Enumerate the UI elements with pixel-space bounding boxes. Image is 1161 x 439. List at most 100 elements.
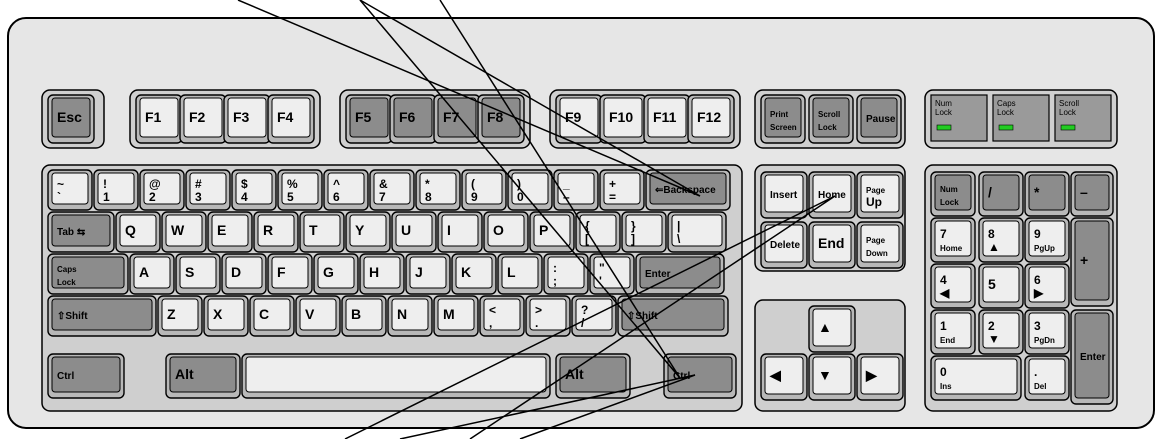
key-g[interactable]: G (314, 254, 358, 294)
key-label-top: 4 (940, 273, 947, 287)
indicator-led (999, 125, 1013, 130)
key-alt[interactable]: Alt (166, 354, 240, 398)
key-y[interactable]: Y (346, 212, 390, 252)
key-insert[interactable]: Insert (761, 172, 807, 218)
key-u[interactable]: U (392, 212, 436, 252)
key-sym[interactable]: ◀ (761, 354, 807, 400)
key-sym[interactable]: ▲ (809, 306, 855, 352)
key-enter[interactable]: Enter (1071, 310, 1113, 404)
key-shift[interactable]: ⇧Shift (48, 296, 156, 336)
key-sym[interactable]: <, (480, 296, 524, 336)
key-f6[interactable]: F6 (390, 95, 436, 143)
key-sym[interactable]: – (1071, 172, 1113, 216)
key-f1[interactable]: F1 (136, 95, 182, 143)
key-8[interactable]: *8 (416, 170, 460, 210)
key-1[interactable]: !1 (94, 170, 138, 210)
key-h[interactable]: H (360, 254, 404, 294)
key-7[interactable]: &7 (370, 170, 414, 210)
key-tab[interactable]: Tab ⇆ (48, 212, 114, 252)
key-label: / (988, 184, 992, 200)
key-f12[interactable]: F12 (688, 95, 734, 143)
key-label: C (259, 306, 269, 322)
key-8[interactable]: 8▲ (979, 218, 1023, 262)
key-m[interactable]: M (434, 296, 478, 336)
key-sym[interactable]: ▶ (857, 354, 903, 400)
key-sym[interactable]: }] (622, 212, 666, 252)
key-label-top: & (379, 177, 388, 191)
key-t[interactable]: T (300, 212, 344, 252)
key-z[interactable]: Z (158, 296, 202, 336)
key-l[interactable]: L (498, 254, 542, 294)
key-ctrl[interactable]: Ctrl (664, 354, 736, 398)
key-r[interactable]: R (254, 212, 298, 252)
key-n[interactable]: N (388, 296, 432, 336)
key-d[interactable]: D (222, 254, 266, 294)
key-2[interactable]: @2 (140, 170, 184, 210)
key-k[interactable]: K (452, 254, 496, 294)
key-j[interactable]: J (406, 254, 450, 294)
key-9[interactable]: (9 (462, 170, 506, 210)
key-2[interactable]: 2▼ (979, 310, 1023, 354)
key-4[interactable]: $4 (232, 170, 276, 210)
key-b[interactable]: B (342, 296, 386, 336)
key-3[interactable]: #3 (186, 170, 230, 210)
key-i[interactable]: I (438, 212, 482, 252)
key-o[interactable]: O (484, 212, 528, 252)
key-e[interactable]: E (208, 212, 252, 252)
key-home[interactable]: Home (809, 172, 855, 218)
key-c[interactable]: C (250, 296, 294, 336)
key-f3[interactable]: F3 (224, 95, 270, 143)
key-4[interactable]: 4◀ (931, 264, 975, 308)
key-sym[interactable]: + (1071, 218, 1113, 306)
key-label-top: : (553, 261, 557, 275)
key-f[interactable]: F (268, 254, 312, 294)
key-label: Q (125, 222, 136, 238)
key-label-top: 3 (1034, 319, 1041, 333)
key-ctrl[interactable]: Ctrl (48, 354, 124, 398)
key-sym[interactable]: ▼ (809, 354, 855, 400)
key-sym[interactable]: * (1025, 172, 1069, 216)
key-label: I (447, 222, 451, 238)
key-f5[interactable]: F5 (346, 95, 392, 143)
key-label-top: Print (770, 110, 789, 119)
key-v[interactable]: V (296, 296, 340, 336)
key-sym[interactable]: += (600, 170, 644, 210)
indicator-label-top: Caps (997, 99, 1016, 108)
key-label: Insert (770, 190, 798, 201)
key-x[interactable]: X (204, 296, 248, 336)
key-f4[interactable]: F4 (268, 95, 314, 143)
key-5[interactable]: 5 (979, 264, 1023, 308)
key-sym[interactable]: ~` (48, 170, 92, 210)
key-label-top: 6 (1034, 273, 1041, 287)
key-f10[interactable]: F10 (600, 95, 646, 143)
key-f11[interactable]: F11 (644, 95, 690, 143)
key-a[interactable]: A (130, 254, 174, 294)
key-sym[interactable]: |\ (668, 212, 726, 252)
key-6[interactable]: 6▶ (1025, 264, 1069, 308)
key-del[interactable]: .Del (1025, 356, 1069, 400)
key-s[interactable]: S (176, 254, 220, 294)
key-sym[interactable]: / (979, 172, 1023, 216)
key-w[interactable]: W (162, 212, 206, 252)
key-label-top: 2 (988, 319, 995, 333)
key-6[interactable]: ^6 (324, 170, 368, 210)
key-end[interactable]: End (809, 222, 855, 268)
key-5[interactable]: %5 (278, 170, 322, 210)
key-f2[interactable]: F2 (180, 95, 226, 143)
key-q[interactable]: Q (116, 212, 160, 252)
key-esc[interactable]: Esc (48, 95, 94, 143)
key-label: – (1080, 184, 1088, 200)
key-pause[interactable]: Pause (857, 95, 901, 143)
key-label-bottom: 2 (149, 190, 156, 204)
